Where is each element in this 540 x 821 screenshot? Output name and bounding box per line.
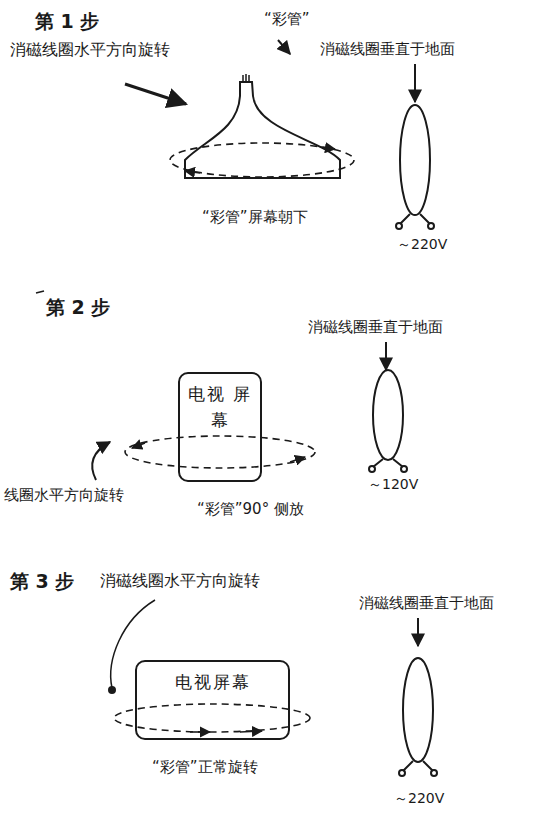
- annotation: 消磁线圈水平方向旋转: [98, 571, 262, 590]
- annotation: “彩管”90° 侧放: [195, 500, 306, 518]
- annotation: “彩管”屏幕朝下: [200, 208, 310, 226]
- step-heading: 第 3 步: [8, 570, 76, 593]
- rotation-arrow: [185, 171, 200, 173]
- rotation-path: [125, 436, 315, 468]
- degauss-coil: [400, 105, 430, 215]
- terminal: [428, 223, 434, 229]
- terminal: [431, 770, 437, 776]
- rotation-arrow: [320, 147, 335, 149]
- coil-leads: [373, 459, 403, 467]
- pointer-arrow: [278, 40, 290, 54]
- coil-leads: [403, 761, 433, 771]
- annotation: ～120V: [366, 476, 420, 493]
- pointer-arrow: [92, 442, 110, 480]
- annotation: “彩管”: [262, 10, 312, 28]
- terminal: [369, 466, 375, 472]
- degauss-coil: [373, 370, 403, 460]
- rotation-arrow: [240, 731, 262, 732]
- degauss-coil: [403, 658, 433, 762]
- mark: [36, 291, 44, 293]
- terminal: [396, 223, 402, 229]
- pointer-arrow: [414, 64, 416, 102]
- annotation: 消磁线圈垂直于地面: [357, 594, 496, 612]
- pointer-arrow: [417, 618, 419, 646]
- annotation: 消磁线圈垂直于地面: [306, 318, 445, 336]
- rotation-arrow: [190, 731, 210, 733]
- annotation: 线圈水平方向旋转: [2, 486, 126, 504]
- screen-box: 电视 屏幕: [178, 372, 262, 482]
- rotation-path: [114, 704, 310, 732]
- screen-box: 电视屏幕: [135, 660, 290, 740]
- screen-text: 电视屏幕: [175, 672, 251, 692]
- annotation: 消磁线圈垂直于地面: [318, 40, 457, 58]
- pointer-arrow: [125, 84, 186, 104]
- leader-line: [111, 600, 155, 688]
- annotation: ～220V: [395, 236, 449, 253]
- crt-tube: [185, 82, 340, 178]
- annotation: ～220V: [392, 790, 446, 807]
- rotation-arrow: [290, 457, 305, 462]
- rotation-path: [170, 143, 354, 177]
- terminal: [401, 466, 407, 472]
- screen-text: 电视 屏幕: [188, 384, 252, 430]
- step-heading: 第 2 步: [44, 296, 112, 319]
- tube-pins: [243, 74, 249, 82]
- annotation: 消磁线圈水平方向旋转: [8, 40, 172, 59]
- step-heading: 第 1 步: [33, 10, 101, 33]
- annotation: “彩管”正常旋转: [150, 758, 260, 776]
- coil-leads: [400, 214, 430, 224]
- terminal: [399, 770, 405, 776]
- rotation-arrow: [132, 443, 145, 448]
- pointer-arrow: [385, 342, 387, 370]
- leader-dot: [109, 687, 115, 693]
